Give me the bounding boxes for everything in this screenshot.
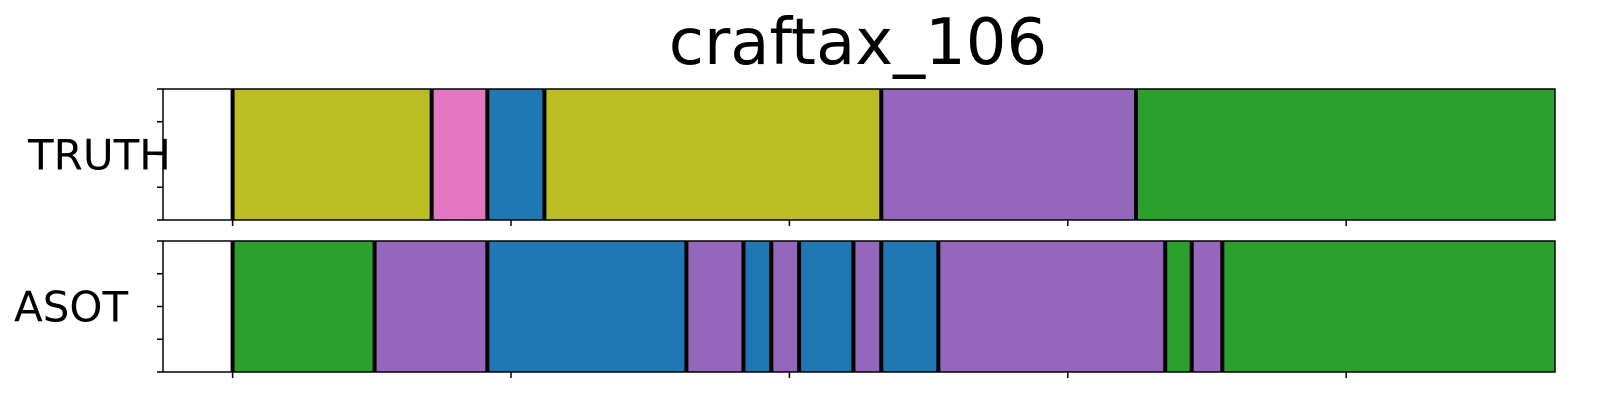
segment-asot bbox=[232, 241, 375, 372]
segment-truth bbox=[232, 89, 432, 220]
segment-asot bbox=[799, 241, 854, 372]
segment-truth bbox=[544, 89, 882, 220]
segment-truth bbox=[487, 89, 545, 220]
segment-asot bbox=[1191, 241, 1223, 372]
segment-asot bbox=[853, 241, 882, 372]
rows-group: TRUTH ASOT bbox=[14, 88, 1556, 378]
chart-title: craftax_106 bbox=[669, 6, 1047, 80]
segment-asot bbox=[374, 241, 488, 372]
row-label-truth: TRUTH bbox=[27, 131, 171, 180]
segment-truth bbox=[431, 89, 488, 220]
segment-asot bbox=[686, 241, 744, 372]
segment-asot bbox=[487, 241, 687, 372]
segment-asot bbox=[938, 241, 1166, 372]
segment-asot bbox=[881, 241, 939, 372]
segment-asot bbox=[1165, 241, 1192, 372]
segment-asot bbox=[771, 241, 800, 372]
segment-truth bbox=[881, 89, 1137, 220]
segment-asot bbox=[743, 241, 772, 372]
row-label-asot: ASOT bbox=[14, 283, 128, 332]
segment-asot bbox=[1222, 241, 1555, 372]
segment-truth bbox=[1136, 89, 1555, 220]
